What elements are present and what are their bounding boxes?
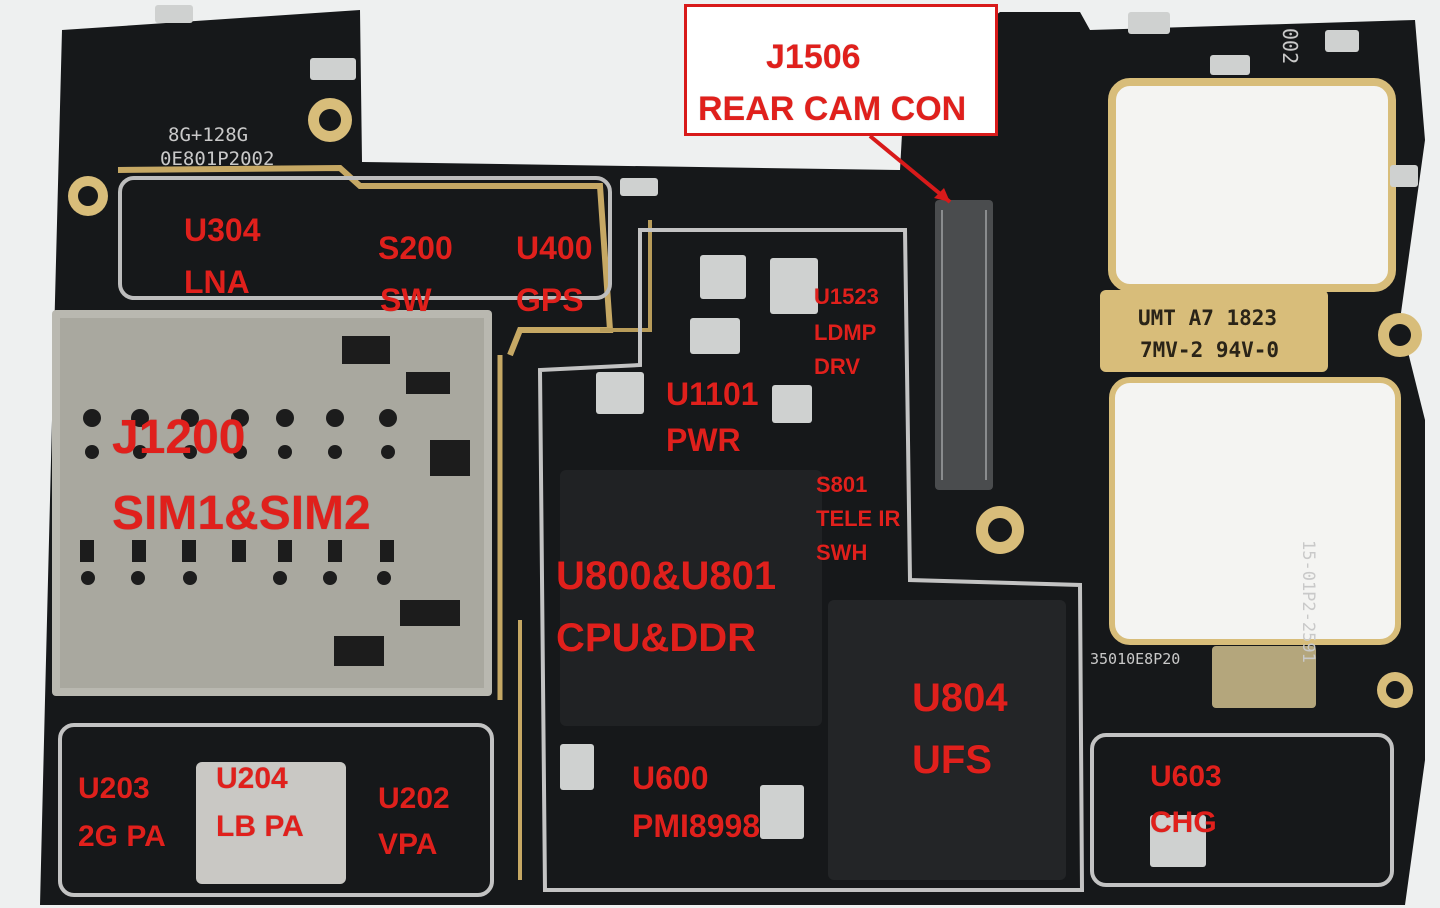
label-u603: U603 xyxy=(1150,760,1222,793)
label-u600: U600 xyxy=(632,760,709,796)
label-sw: SW xyxy=(380,282,432,318)
label-lna: LNA xyxy=(184,264,250,300)
silk-pn: 0E801P2002 xyxy=(160,148,275,170)
label-vpa: VPA xyxy=(378,828,438,861)
label-swh: SWH xyxy=(816,540,868,565)
silk-top-code: 002 xyxy=(1278,28,1302,65)
gold-text-1: UMT A7 1823 xyxy=(1138,306,1278,330)
label-s801: S801 xyxy=(816,472,868,497)
cutout-top xyxy=(1108,78,1396,292)
label-ufs: UFS xyxy=(912,738,992,782)
label-s200: S200 xyxy=(378,230,453,266)
gold-band xyxy=(1100,290,1328,372)
label-gps: GPS xyxy=(516,282,584,318)
label-lb-pa: LB PA xyxy=(216,810,304,843)
label-u1101: U1101 xyxy=(666,376,759,412)
label-j1200: J1200 xyxy=(112,411,246,464)
label-u203: U203 xyxy=(78,772,150,805)
label-u202: U202 xyxy=(378,782,450,815)
gold-text-2: 7MV-2 94V-0 xyxy=(1140,338,1280,362)
label-2g-pa: 2G PA xyxy=(78,820,166,853)
label-u1523: U1523 xyxy=(814,284,879,309)
label-u204: U204 xyxy=(216,762,288,795)
ufs-chip xyxy=(828,600,1066,880)
label-chg: CHG xyxy=(1150,806,1217,839)
label-sim: SIM1&SIM2 xyxy=(112,487,371,540)
cutout-bottom xyxy=(1109,377,1401,645)
cpu-chip xyxy=(560,470,822,726)
callout-line2: REAR CAM CON xyxy=(698,90,967,128)
label-pmi: PMI8998 xyxy=(632,808,761,844)
label-drv: DRV xyxy=(814,354,861,379)
callout-arrow xyxy=(868,134,952,204)
label-tele-ir: TELE IR xyxy=(816,506,901,531)
callout-line1: J1506 xyxy=(766,38,861,76)
label-u400: U400 xyxy=(516,230,593,266)
label-u304: U304 xyxy=(184,212,261,248)
callout-box xyxy=(684,4,998,136)
mesh-pad xyxy=(1212,646,1316,708)
label-u800: U800&U801 xyxy=(556,554,777,598)
label-ldmp: LDMP xyxy=(814,320,877,345)
label-cpu: CPU&DDR xyxy=(556,616,756,660)
silk-mem: 8G+128G xyxy=(168,124,249,146)
rear-cam-connector xyxy=(935,200,993,490)
silk-vertical: 15-01P2-2591 xyxy=(1298,540,1318,663)
silk-code: 35010E8P20 xyxy=(1090,650,1181,668)
label-pwr: PWR xyxy=(666,422,741,458)
label-u804: U804 xyxy=(912,676,1008,720)
